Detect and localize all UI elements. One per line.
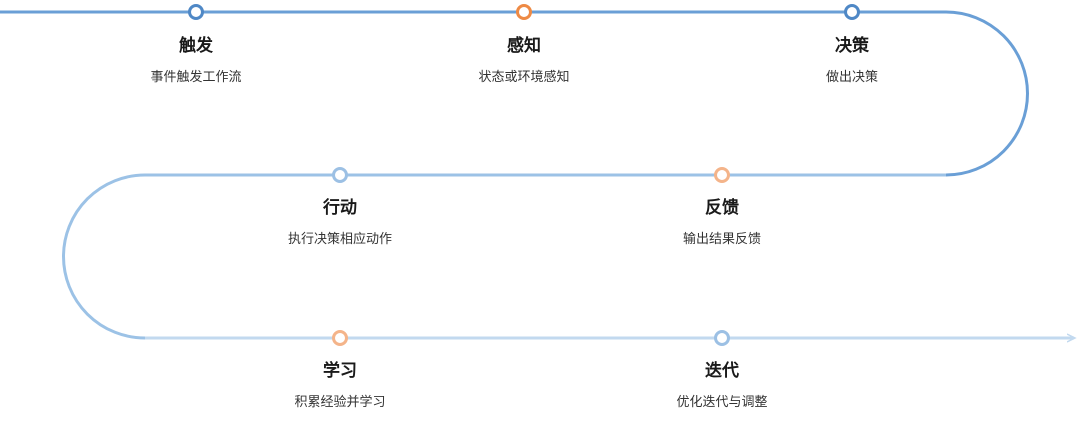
step-desc-iterate: 优化迭代与调整 xyxy=(676,395,768,410)
step-desc-trigger: 事件触发工作流 xyxy=(150,70,242,85)
step-node-act xyxy=(332,167,348,183)
step-desc-decide: 做出决策 xyxy=(825,70,879,85)
step-title-iterate: 迭代 xyxy=(705,361,739,381)
step-desc-learn: 积累经验并学习 xyxy=(294,395,386,410)
step-desc-perceive: 状态或环境感知 xyxy=(478,70,570,85)
step-title-perceive: 感知 xyxy=(507,36,541,56)
step-title-feedback: 反馈 xyxy=(705,198,739,218)
step-node-trigger xyxy=(188,4,204,20)
step-title-trigger: 触发 xyxy=(179,36,213,56)
flow-curve-left xyxy=(62,173,146,340)
step-desc-feedback: 输出结果反馈 xyxy=(682,232,762,247)
step-node-decide xyxy=(844,4,860,20)
step-title-decide: 决策 xyxy=(835,36,869,56)
step-node-perceive xyxy=(516,4,532,20)
step-node-feedback xyxy=(714,167,730,183)
step-node-learn xyxy=(332,330,348,346)
step-desc-act: 执行决策相应动作 xyxy=(287,232,393,247)
flow-curve-right xyxy=(945,10,1029,177)
step-title-act: 行动 xyxy=(323,198,357,218)
step-title-learn: 学习 xyxy=(323,361,357,381)
step-node-iterate xyxy=(714,330,730,346)
